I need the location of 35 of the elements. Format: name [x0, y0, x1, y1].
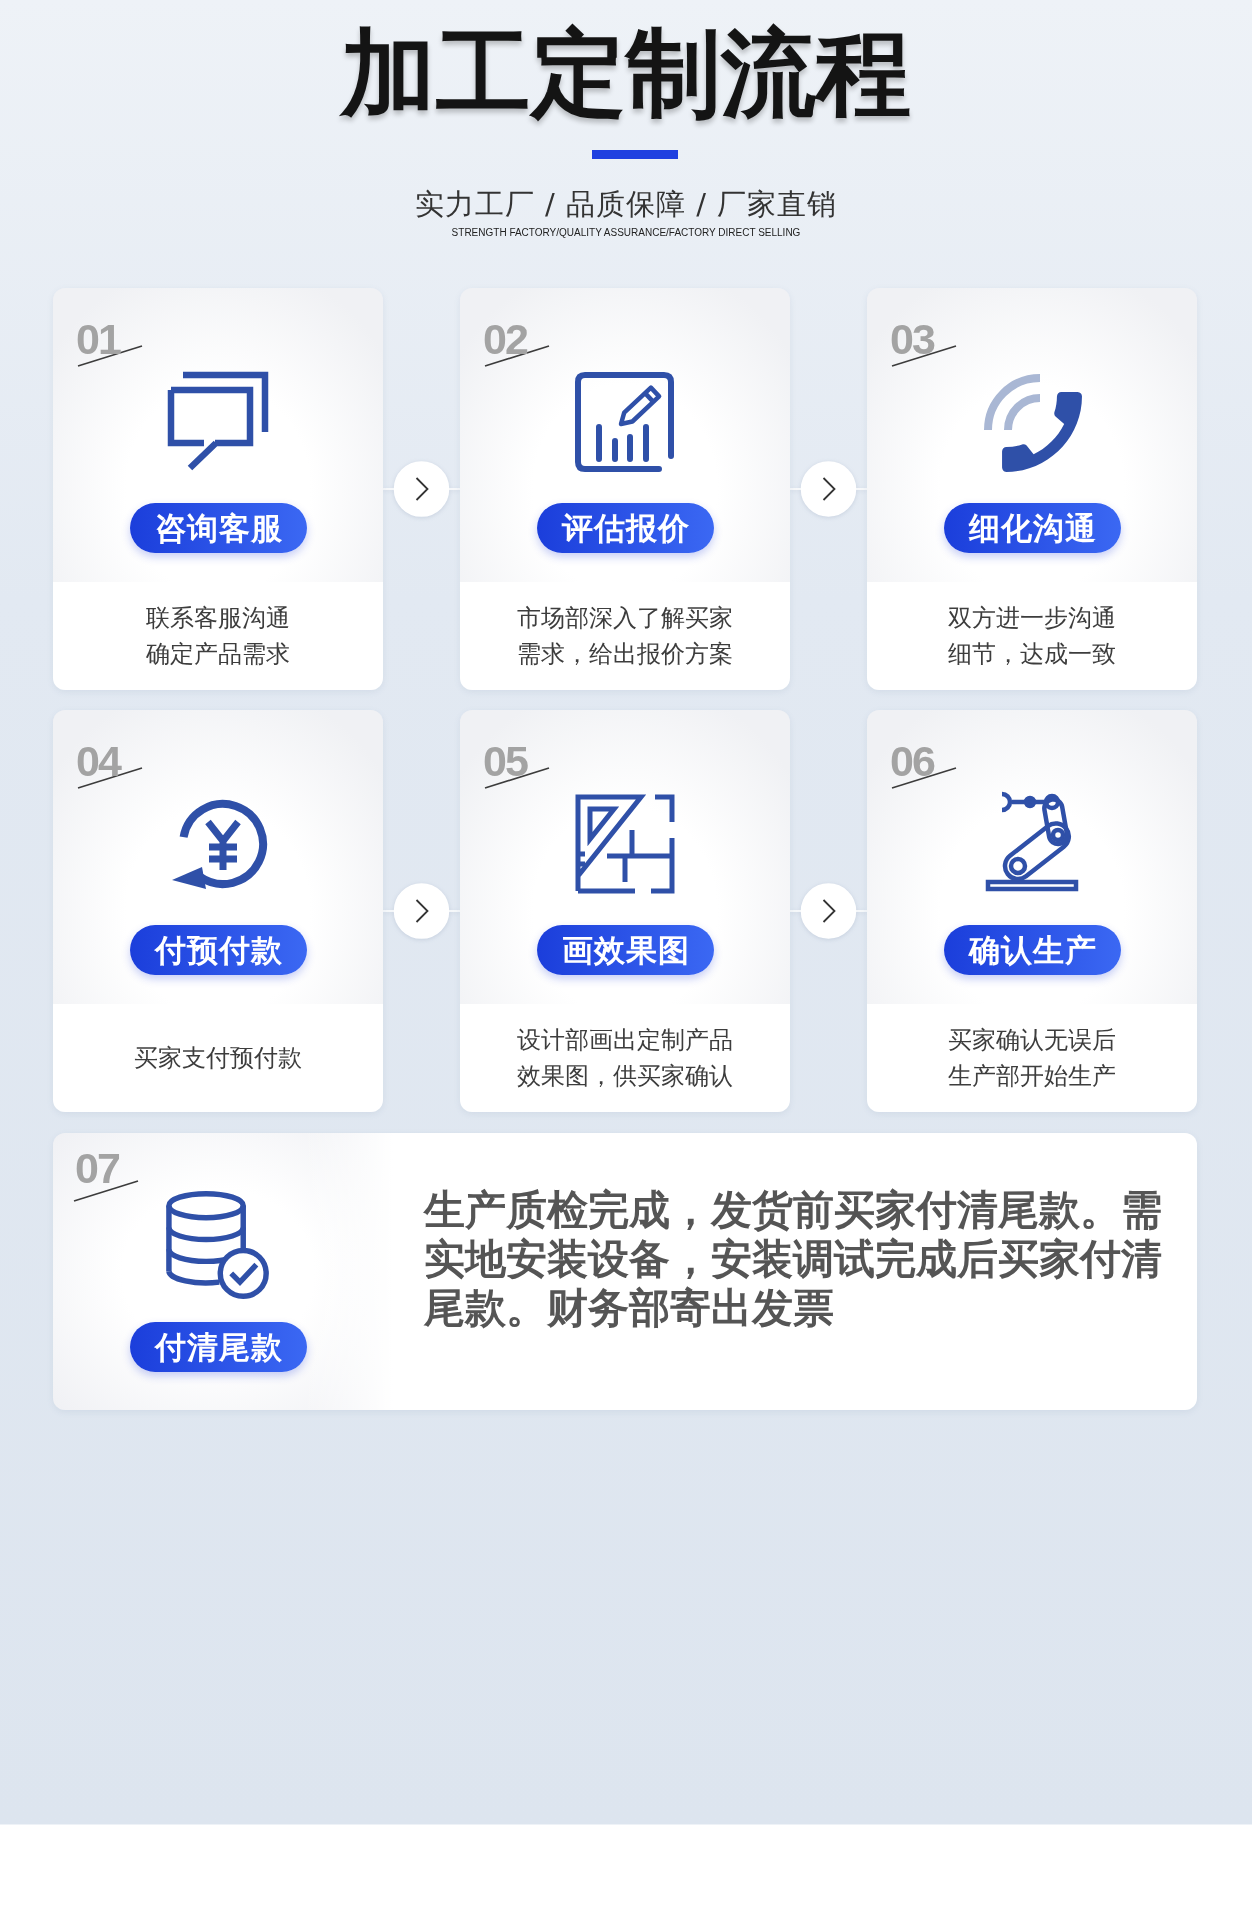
- chevron-arrow: [382, 883, 461, 939]
- title-pill: 付预付款: [130, 925, 307, 975]
- step-number: 06: [890, 740, 934, 783]
- chevron-arrow: [789, 883, 868, 939]
- title-pill: 画效果图: [537, 925, 714, 975]
- step-card: [867, 710, 1197, 1112]
- step-card: [867, 288, 1197, 690]
- step-card: [53, 710, 383, 1112]
- step-number: 04: [76, 740, 120, 783]
- step-description: 设计部画出定制产品效果图，供买家确认: [516, 1025, 734, 1092]
- title-pill: 确认生产: [944, 925, 1121, 975]
- step-panel: [53, 1133, 1197, 1410]
- chevron-arrow: [382, 461, 461, 517]
- step-card: [53, 288, 383, 690]
- step-number: 01: [76, 318, 120, 361]
- chevron-arrow: [789, 461, 868, 517]
- step-description: 买家支付预付款: [134, 1043, 302, 1074]
- subtitle: 实力工厂 / 品质保障 / 厂家直销: [414, 187, 838, 222]
- page-title: 加工定制流程: [341, 19, 911, 129]
- title-pill: 细化沟通: [944, 503, 1121, 553]
- step-description: 市场部深入了解买家需求，给出报价方案: [516, 603, 734, 670]
- step-description: 生产质检完成，发货前买家付清尾款。需实地安装设备，安装调试完成后买家付清尾款。财务部寄出发票: [424, 1186, 1163, 1333]
- step-number: 07: [75, 1147, 119, 1190]
- title-pill: 评估报价: [537, 503, 714, 553]
- step-description: 买家确认无误后生产部开始生产: [947, 1025, 1117, 1092]
- title-pill: 咨询客服: [130, 503, 307, 553]
- step-description: 双方进一步沟通细节，达成一致: [947, 603, 1117, 670]
- step-number: 05: [483, 740, 527, 783]
- step-card: [460, 288, 790, 690]
- step-card: [460, 710, 790, 1112]
- step-number: 03: [890, 318, 934, 361]
- title-pill: 付清尾款: [130, 1322, 307, 1372]
- subtitle-english: STRENGTH FACTORY/QUALITY ASSURANCE/FACTORY DIRECT SELLING: [451, 227, 801, 239]
- step-number: 02: [483, 318, 527, 361]
- step-description: 联系客服沟通确定产品需求: [145, 603, 291, 670]
